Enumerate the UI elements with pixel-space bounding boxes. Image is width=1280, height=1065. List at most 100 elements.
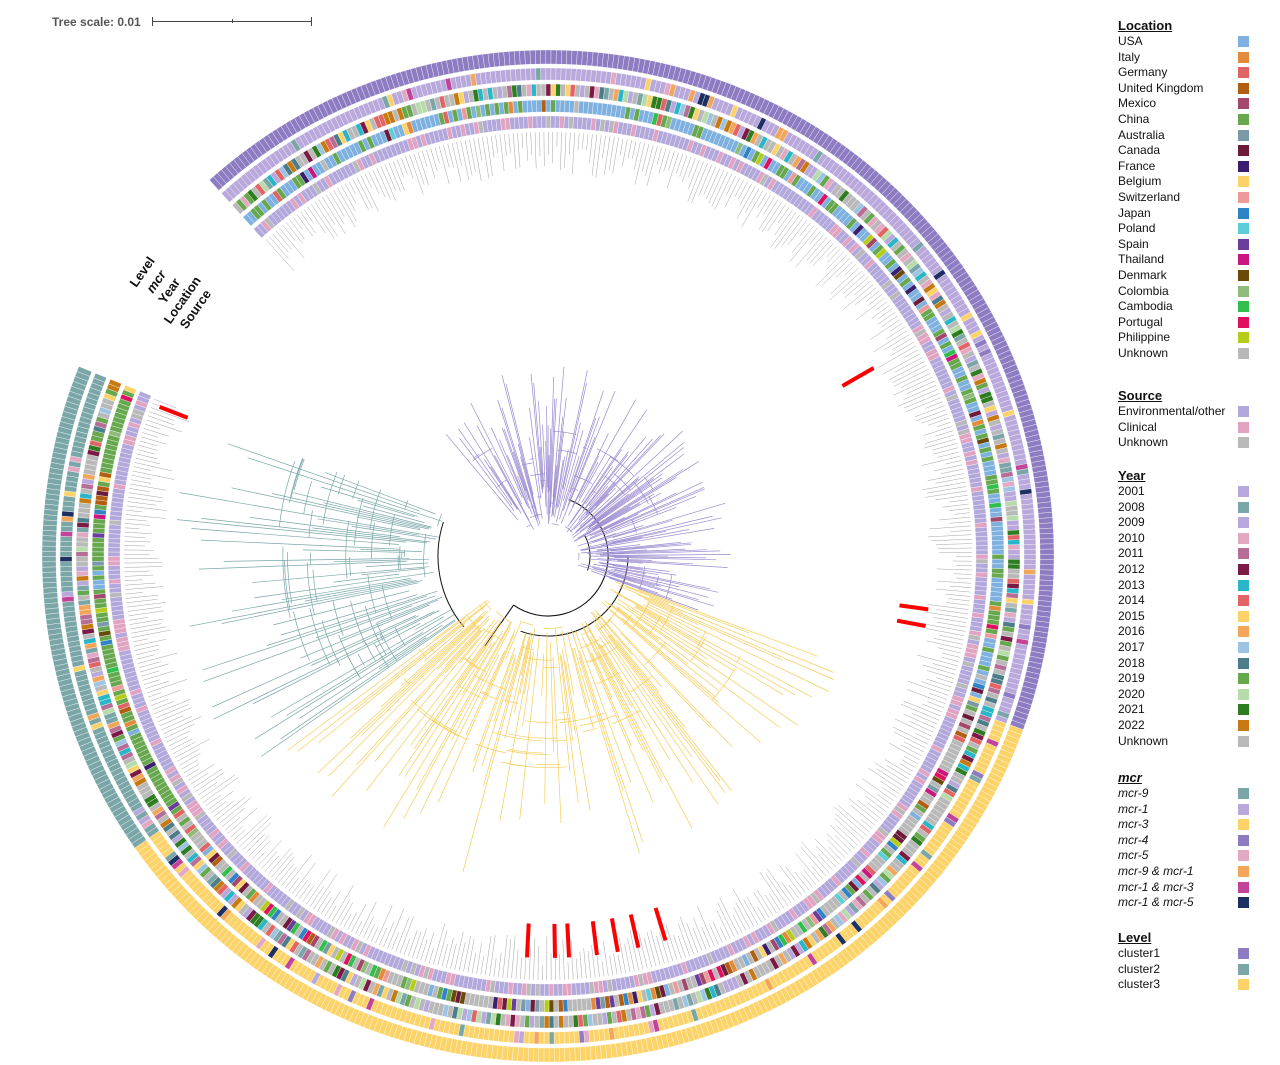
tree-arc: [711, 668, 736, 701]
location-cell: [539, 999, 545, 1013]
level-cell: [550, 49, 557, 65]
leaf-label-hint: [128, 617, 149, 621]
leaf-label-hint: [889, 323, 903, 332]
legend-location-label: Germany: [1118, 65, 1168, 80]
tree-branch: [212, 615, 416, 708]
leaf-label-hint: [258, 840, 283, 866]
location-cell: [991, 549, 1005, 555]
leaf-label-hint: [854, 287, 877, 306]
leaf-label-hint: [809, 239, 831, 264]
legend-year-item: 2019: [1118, 671, 1258, 687]
tree-arc: [278, 461, 296, 527]
tree-branch: [227, 443, 420, 512]
leaf-label-hint: [679, 155, 688, 177]
legend-location-item: Philippine: [1118, 330, 1258, 346]
year-cell: [76, 531, 89, 538]
level-cell: [540, 49, 547, 65]
leaf-label-hint: [195, 772, 225, 792]
leaf-label-hint: [767, 868, 792, 904]
leaf-label-hint: [800, 846, 827, 877]
leaf-label-hint: [128, 492, 164, 499]
leaf-label-hint: [843, 274, 866, 294]
legend-location-item: Unknown: [1118, 346, 1258, 362]
leaf-label-hint: [135, 649, 159, 656]
mcr-cell: [1023, 544, 1037, 550]
legend-location-swatch: [1238, 285, 1249, 297]
legend-year-label: 2009: [1118, 515, 1145, 530]
tree-branch: [315, 595, 436, 639]
tree-branch: [231, 579, 413, 612]
mcr-cell: [1022, 579, 1036, 586]
leaf-label-hint: [210, 801, 227, 814]
leaf-label-hint: [379, 927, 388, 946]
level-cell: [1038, 522, 1054, 529]
level-cell: [1039, 564, 1055, 571]
legend-year-item: 2022: [1118, 718, 1258, 734]
year-cell: [1007, 549, 1021, 555]
year-cell: [1007, 529, 1020, 536]
leaf-label-hint: [922, 703, 943, 713]
leaf-label-hint: [788, 884, 799, 899]
leaf-label-hint: [877, 794, 892, 805]
legend-location-label: Cambodia: [1118, 299, 1173, 314]
highlight-marker: [552, 923, 557, 958]
tree-arc: [551, 739, 567, 742]
leaf-label-hint: [609, 955, 613, 976]
leaf-label-hint: [781, 881, 796, 901]
level-cell: [1039, 569, 1054, 576]
leaf-label-hint: [445, 937, 454, 968]
leaf-label-hint: [134, 462, 173, 472]
leaf-label-hint: [643, 937, 652, 968]
tree-branch: [617, 560, 728, 568]
leaf-label-hint: [877, 345, 917, 368]
leaf-label-hint: [537, 946, 539, 980]
leaf-label-hint: [678, 923, 690, 956]
legend-mcr-label: mcr-1 & mcr-5: [1118, 895, 1194, 910]
leaf-label-hint: [834, 818, 861, 843]
leaf-label-hint: [142, 670, 175, 681]
leaf-label-hint: [931, 538, 972, 542]
location-cell: [567, 999, 573, 1012]
leaf-label-hint: [131, 626, 167, 634]
year-cell: [75, 561, 89, 567]
source-cell: [108, 538, 121, 544]
leaf-label-hint: [922, 481, 966, 491]
leaf-label-hint: [789, 228, 818, 263]
source-cell: [108, 533, 121, 539]
source-cell: [571, 982, 577, 996]
legend-level-swatch: [1238, 948, 1249, 959]
tree-branch: [271, 616, 444, 718]
leaf-label-hint: [343, 913, 352, 928]
tree-branch: [266, 590, 438, 646]
leaf-label-hint: [806, 236, 828, 261]
highlight-marker: [841, 366, 875, 388]
source-cell: [527, 116, 533, 129]
legend-location-swatch: [1238, 301, 1249, 313]
leaf-label-hint: [530, 132, 532, 156]
year-cell: [529, 1015, 535, 1028]
leaf-label-hint: [302, 885, 315, 902]
leaf-label-hint: [791, 225, 814, 254]
leaf-label-hint: [939, 635, 964, 641]
legend-location-item: Denmark: [1118, 268, 1258, 284]
tree-arc: [551, 523, 559, 526]
tree-arc: [508, 748, 544, 754]
legend-year-label: 2014: [1118, 593, 1145, 608]
leaf-label-hint: [774, 214, 800, 249]
tree-branch: [272, 493, 430, 530]
leaf-label-hint: [417, 152, 429, 185]
leaf-label-hint: [714, 173, 733, 210]
mcr-cell: [515, 68, 522, 82]
leaf-label-hint: [938, 516, 971, 521]
leaf-label-hint: [126, 594, 158, 599]
tree-branch: [254, 614, 455, 740]
legend-mcr-label: mcr-1: [1118, 801, 1149, 816]
tree-arc: [349, 557, 351, 576]
leaf-label-hint: [935, 477, 965, 484]
legend-location-swatch: [1238, 129, 1249, 141]
year-cell: [572, 1014, 579, 1028]
tree-branch: [501, 407, 540, 527]
leaf-label-hint: [638, 933, 648, 969]
leaf-label-hint: [877, 308, 893, 320]
leaf-label-hint: [608, 137, 615, 170]
